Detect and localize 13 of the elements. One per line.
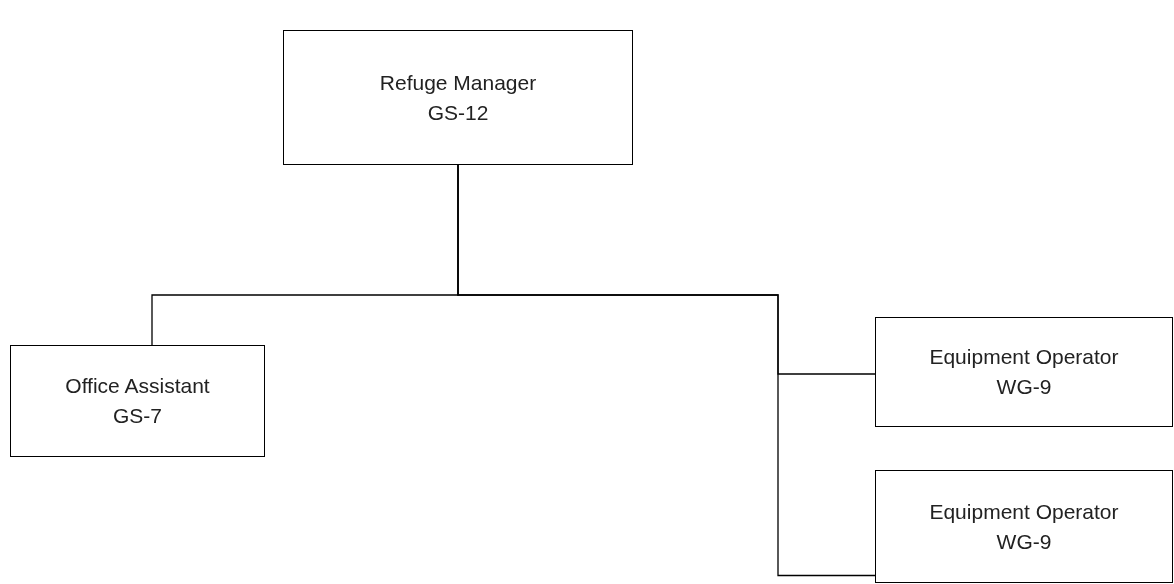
position-title: Equipment Operator bbox=[929, 344, 1119, 370]
position-box bbox=[283, 30, 633, 165]
connector-line bbox=[457, 164, 876, 577]
pay-grade: WG-9 bbox=[996, 374, 1052, 400]
position-title: Refuge Manager bbox=[379, 69, 537, 96]
position-box bbox=[10, 345, 265, 457]
position-title: Office Assistant bbox=[65, 373, 210, 399]
position-box bbox=[875, 470, 1173, 583]
pay-grade: GS-12 bbox=[427, 99, 489, 126]
position-box bbox=[875, 317, 1173, 427]
pay-grade: GS-7 bbox=[113, 403, 162, 429]
pay-grade: WG-9 bbox=[996, 528, 1052, 555]
position-title: Equipment Operator bbox=[929, 498, 1119, 525]
